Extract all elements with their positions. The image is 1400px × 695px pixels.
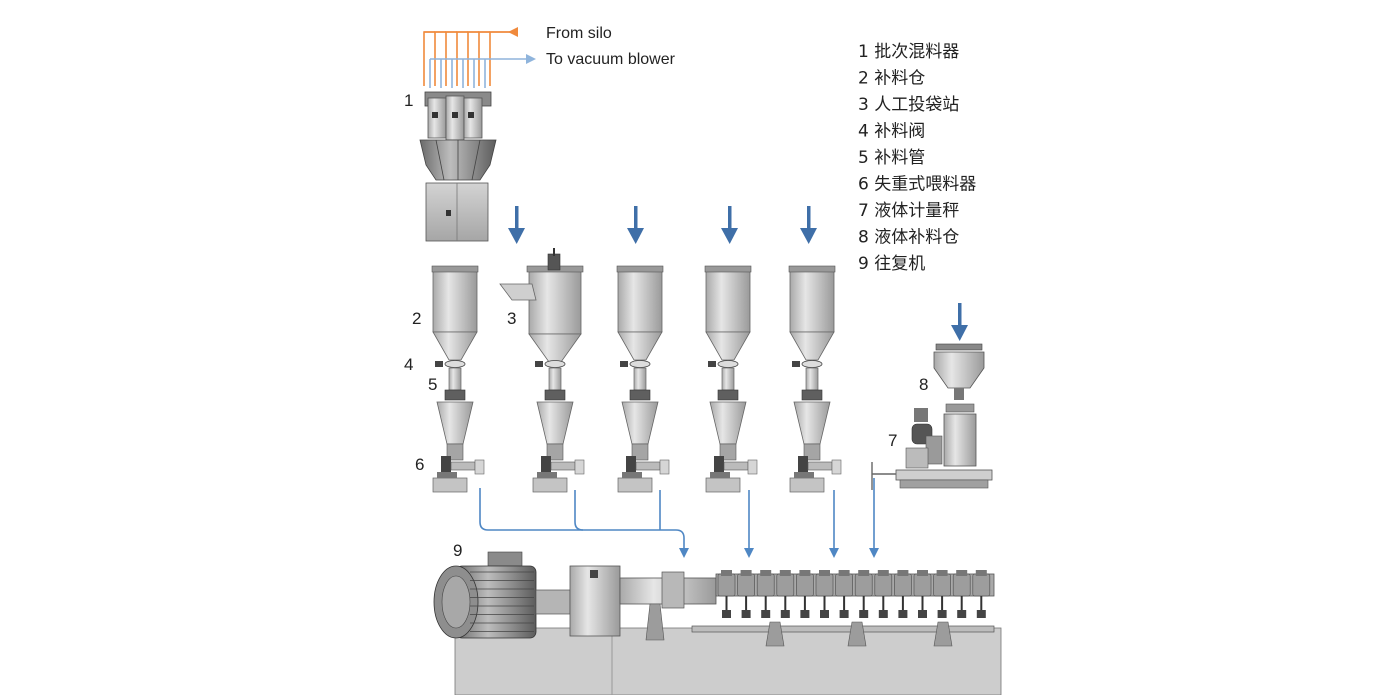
extruder [433,551,1002,695]
callout-liquid-tank: 8 [919,375,928,394]
legend-item: 7 液体计量秤 [858,201,959,221]
from-silo-label: From silo [546,25,612,42]
feed-arrow [951,303,968,341]
connector-feeder-2 [574,490,584,531]
silo-lines: From silo To vacuum blower [423,25,676,88]
callout-refill-valve: 4 [404,355,413,374]
callout-extruder: 9 [453,541,462,560]
feeder-columns [431,265,842,493]
feed-arrows [508,206,968,341]
hopper-feeder-unit [788,265,842,493]
feed-connectors [479,478,879,558]
callout-batch-mixer: 1 [404,91,413,110]
hopper-feeder-unit [616,265,670,493]
legend-item: 9 往复机 [858,254,925,274]
callout-liquid-scale: 7 [888,431,897,450]
motor-fins [470,571,534,632]
batch-mixer [419,91,497,242]
callout-refill-hopper: 2 [412,309,421,328]
bag-station-inlet [499,248,561,301]
feed-arrow [508,206,525,244]
to-vacuum-arrowhead [526,54,536,64]
barrel-valves [722,596,986,618]
from-silo-lines [423,31,512,86]
barrel-legs [765,621,953,647]
legend-item: 4 补料阀 [858,122,925,142]
callout-bag-station: 3 [507,309,516,328]
liquid-scale [871,403,993,490]
from-silo-arrowhead [508,27,518,37]
to-vacuum-label: To vacuum blower [546,51,676,68]
legend: 1 批次混料器 2 补料仓 3 人工投袋站 4 补料阀 5 补料管 6 失重式喂料器 7 液… [858,42,976,274]
liquid-tank [933,343,985,400]
hopper-feeder-unit [704,265,758,493]
legend-item: 3 人工投袋站 [858,95,959,115]
to-vacuum-lines [429,58,528,88]
legend-item: 1 批次混料器 [858,42,959,62]
feed-arrow [800,206,817,244]
feed-arrow [721,206,738,244]
legend-item: 2 补料仓 [858,69,925,89]
callout-refill-tube: 5 [428,375,437,394]
hopper-feeder-unit [431,265,485,493]
legend-item: 6 失重式喂料器 [858,175,976,195]
legend-item: 8 液体补料仓 [858,228,959,248]
callout-feeder: 6 [415,455,424,474]
feed-arrow [627,206,644,244]
connector-feeder-1 [479,488,689,558]
legend-item: 5 补料管 [858,148,925,168]
